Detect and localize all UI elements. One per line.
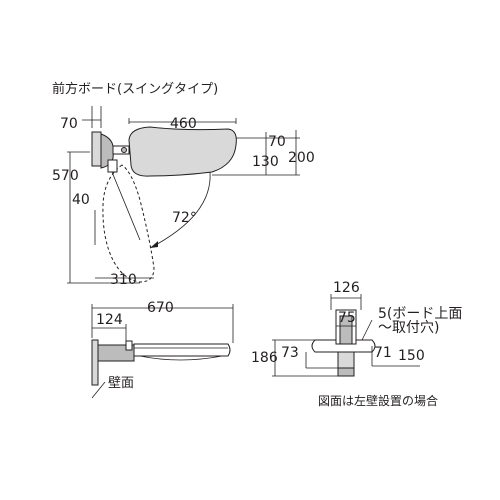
dim-right-outer: 200 bbox=[288, 150, 315, 166]
side-view: 670 124 壁面 bbox=[91, 300, 234, 399]
dim-board-width: 460 bbox=[170, 116, 197, 132]
front-mount-inner bbox=[339, 315, 353, 345]
dim-front-right-total: 150 bbox=[398, 348, 425, 364]
dim-right-offset: 70 bbox=[268, 134, 286, 150]
wall-section bbox=[91, 339, 99, 386]
swing-position-outline bbox=[102, 164, 155, 283]
dim-front-height: 186 bbox=[251, 350, 278, 366]
wall-plate bbox=[91, 131, 102, 167]
dim-swing-depth: 310 bbox=[110, 272, 137, 288]
dim-angle: 72° bbox=[172, 210, 197, 226]
diagram-title: 前方ボード(スイングタイプ) bbox=[52, 81, 218, 97]
top-view: 70 460 70 130 200 570 40 72° 310 bbox=[52, 106, 315, 288]
dim-right-inner: 130 bbox=[252, 154, 279, 170]
dim-bracket: 124 bbox=[96, 312, 123, 328]
side-board bbox=[133, 343, 231, 357]
hole-note-line2: ～取付穴) bbox=[378, 320, 439, 336]
wall-label: 壁面 bbox=[108, 376, 134, 391]
dim-swing-offset: 40 bbox=[72, 192, 90, 208]
swing-hinge bbox=[107, 159, 118, 173]
hole-note-line1: 5(ボード上面 bbox=[378, 306, 462, 322]
swing-arm-line bbox=[111, 171, 141, 241]
footnote: 図面は左壁設置の場合 bbox=[318, 393, 438, 408]
dim-wall-offset: 70 bbox=[60, 116, 78, 132]
hinge-pin bbox=[121, 147, 127, 153]
board-outline bbox=[128, 126, 237, 177]
angle-arrow bbox=[150, 241, 158, 248]
dim-total-length: 670 bbox=[147, 300, 174, 316]
dim-front-width: 126 bbox=[333, 280, 360, 296]
angle-arc bbox=[149, 171, 211, 249]
dim-total-height: 570 bbox=[52, 168, 79, 184]
dim-front-inner: 75 bbox=[338, 310, 356, 326]
dim-front-right: 71 bbox=[374, 345, 392, 361]
dim-front-left: 73 bbox=[281, 345, 299, 361]
front-view: 126 75 5(ボード上面 ～取付穴) 186 73 71 150 bbox=[251, 280, 462, 377]
